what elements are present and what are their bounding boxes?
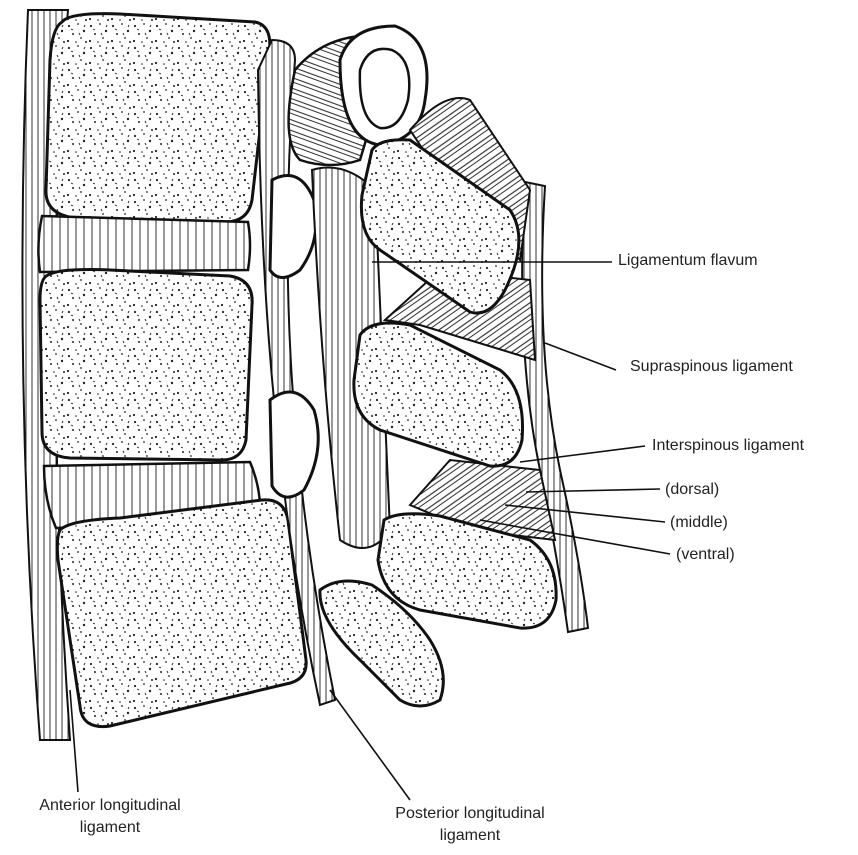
leader-supraspinous [545,343,616,370]
label-anterior-longitudinal-line2: ligament [80,818,140,838]
vertebral-body-bottom [57,500,306,727]
vertebral-body-top [46,14,270,222]
label-anterior-longitudinal-line1: Anterior longitudinal [39,796,180,816]
label-posterior-longitudinal-line1: Posterior longitudinal [395,804,544,824]
label-middle: (middle) [670,513,728,533]
label-ligamentum-flavum: Ligamentum flavum [618,251,758,271]
articular-facet-oval [360,49,409,128]
label-dorsal: (dorsal) [665,480,719,500]
foramen-lower [270,392,318,497]
label-interspinous-ligament: Interspinous ligament [652,436,804,456]
leader-posterior [330,690,410,800]
vertebral-body-middle [40,270,252,460]
foramen-upper [270,176,316,278]
label-supraspinous-ligament: Supraspinous ligament [630,357,793,377]
label-posterior-longitudinal-line2: ligament [440,826,500,846]
leader-anterior [70,690,78,792]
intervertebral-disc-upper [38,216,250,272]
label-ventral: (ventral) [676,545,735,565]
